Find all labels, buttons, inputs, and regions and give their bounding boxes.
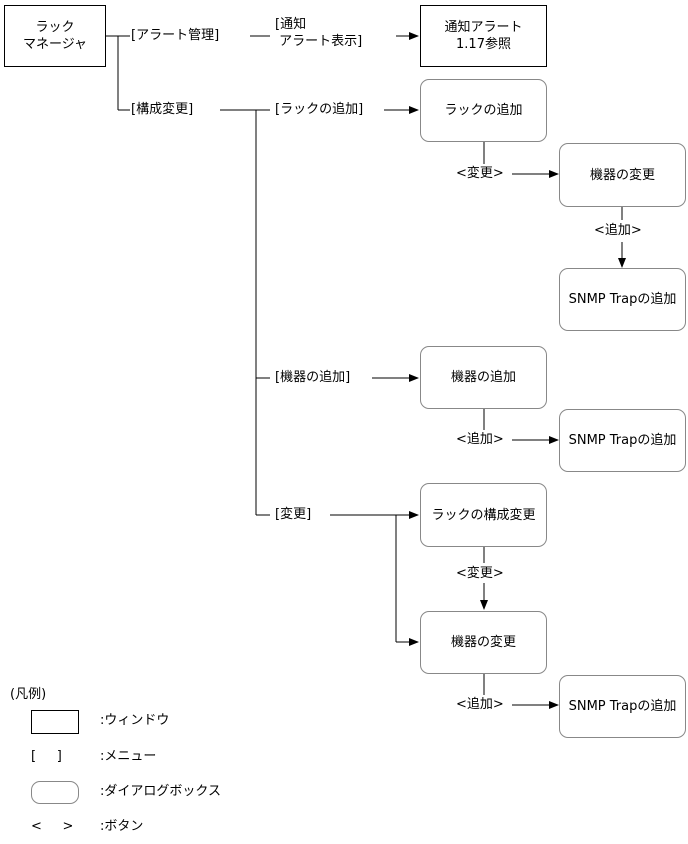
dialog-change-device-2-label: 機器の変更 xyxy=(450,635,516,650)
button-add-3: <追加> xyxy=(456,697,504,712)
dialog-add-device-label: 機器の追加 xyxy=(450,370,516,385)
window-notification-alert: 通知アラート 1.17参照 xyxy=(420,5,547,67)
button-change-1: <変更> xyxy=(456,166,504,181)
dialog-add-rack-label: ラックの追加 xyxy=(444,103,523,118)
legend-title: (凡例) xyxy=(10,687,47,702)
button-add-1: <追加> xyxy=(594,223,642,238)
button-change-2: <変更> xyxy=(456,566,504,581)
window-rack-manager-label: ラック マネージャ xyxy=(22,20,88,52)
menu-alert-management: [アラート管理] xyxy=(131,28,220,43)
menu-notification-alert-display: [通知 アラート表示] xyxy=(275,17,363,49)
menu-add-device: [機器の追加] xyxy=(275,370,351,385)
legend-button-symbol: < > xyxy=(31,819,74,834)
dialog-add-snmp-trap-3-label: SNMP Trapの追加 xyxy=(568,699,677,714)
legend-window-label: :ウィンドウ xyxy=(100,713,170,728)
legend-menu-label: :メニュー xyxy=(100,749,157,764)
dialog-add-rack: ラックの追加 xyxy=(420,79,547,142)
legend-button-label: :ボタン xyxy=(100,819,144,834)
dialog-change-device-1-label: 機器の変更 xyxy=(589,167,655,183)
dialog-add-snmp-trap-3: SNMP Trapの追加 xyxy=(559,675,686,738)
legend-window-symbol xyxy=(31,710,79,734)
dialog-add-snmp-trap-2-label: SNMP Trapの追加 xyxy=(568,433,677,448)
window-notification-alert-label: 通知アラート 1.17参照 xyxy=(444,20,523,52)
dialog-rack-config-change: ラックの構成変更 xyxy=(420,483,547,547)
dialog-add-snmp-trap-1: SNMP Trapの追加 xyxy=(559,268,686,331)
dialog-add-snmp-trap-1-label: SNMP Trapの追加 xyxy=(568,292,677,307)
button-add-2: <追加> xyxy=(456,432,504,447)
menu-change: [変更] xyxy=(275,507,312,522)
menu-config-change: [構成変更] xyxy=(131,102,194,117)
menu-add-rack: [ラックの追加] xyxy=(275,102,364,117)
window-rack-manager: ラック マネージャ xyxy=(4,5,106,67)
dialog-rack-config-change-label: ラックの構成変更 xyxy=(431,507,536,523)
legend-menu-symbol: [ ] xyxy=(31,749,62,764)
dialog-add-device: 機器の追加 xyxy=(420,346,547,409)
dialog-add-snmp-trap-2: SNMP Trapの追加 xyxy=(559,409,686,472)
dialog-change-device-1: 機器の変更 xyxy=(559,143,686,207)
dialog-change-device-2: 機器の変更 xyxy=(420,611,547,674)
legend-dialog-label: :ダイアログボックス xyxy=(100,784,221,799)
legend-dialog-symbol xyxy=(31,781,79,804)
